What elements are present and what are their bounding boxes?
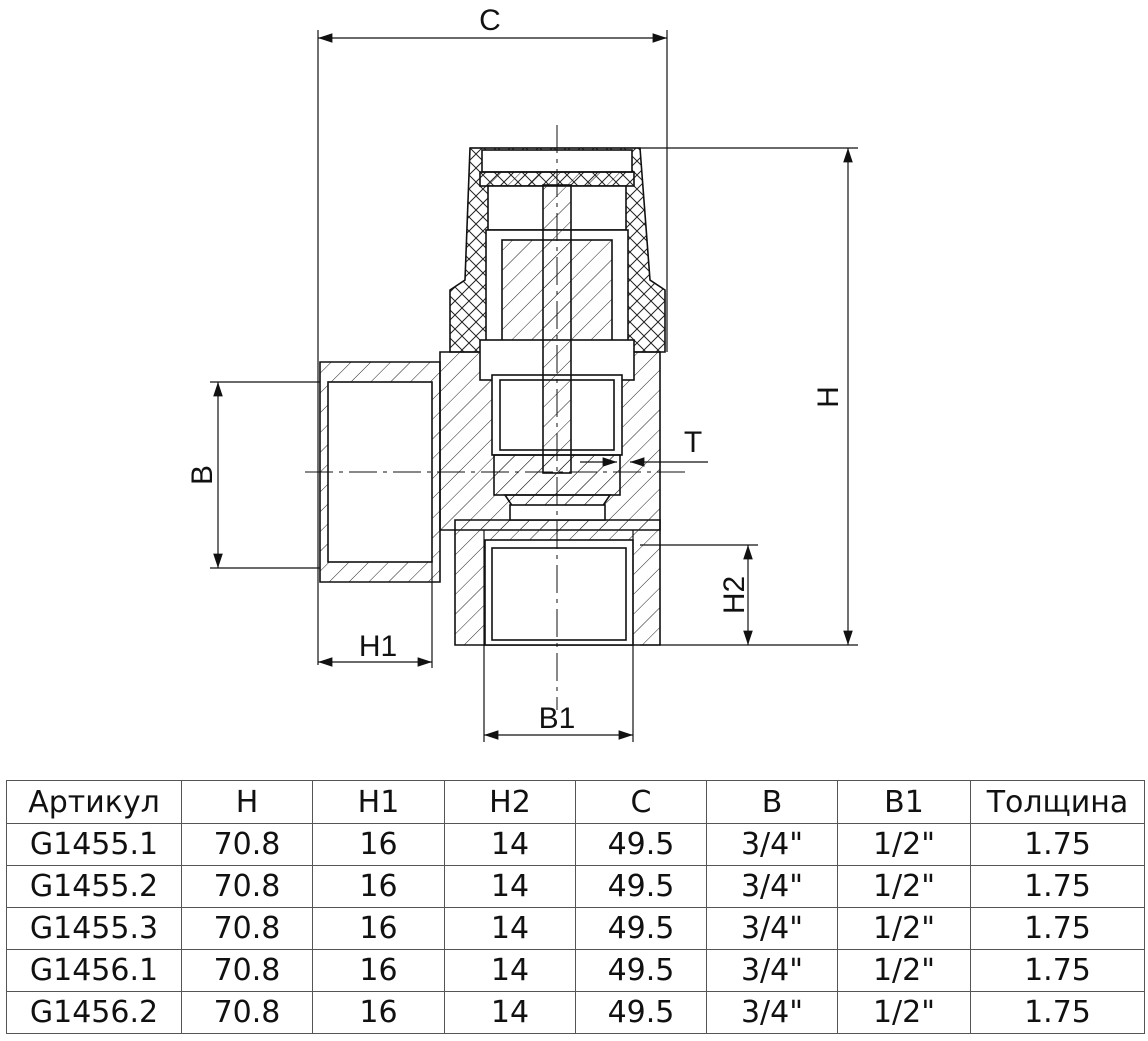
header-article: Артикул <box>6 780 182 824</box>
cell-h2: 14 <box>444 991 576 1034</box>
cell-thickness: 1.75 <box>970 907 1145 950</box>
dim-label-h1: H1 <box>359 630 397 663</box>
cell-b1: 1/2" <box>837 949 971 992</box>
cell-thickness: 1.75 <box>970 991 1145 1034</box>
cell-h2: 14 <box>444 865 576 908</box>
cell-thickness: 1.75 <box>970 949 1145 992</box>
dim-label-b1: B1 <box>539 702 576 735</box>
dim-label-b: B <box>186 465 219 485</box>
cell-b: 3/4" <box>706 949 838 992</box>
cell-h: 70.8 <box>181 991 313 1034</box>
cell-article: G1455.2 <box>6 865 182 908</box>
cell-h: 70.8 <box>181 865 313 908</box>
cell-h2: 14 <box>444 823 576 866</box>
dim-label-c: C <box>479 4 501 37</box>
header-b1: B1 <box>837 780 971 824</box>
header-c: C <box>575 780 707 824</box>
cell-b1: 1/2" <box>837 865 971 908</box>
cell-h2: 14 <box>444 907 576 950</box>
cell-h1: 16 <box>312 823 445 866</box>
valve-body <box>319 147 666 646</box>
cell-article: G1455.1 <box>6 823 182 866</box>
header-thickness: Толщина <box>970 780 1145 824</box>
cell-c: 49.5 <box>575 949 707 992</box>
cell-c: 49.5 <box>575 907 707 950</box>
cell-h1: 16 <box>312 865 445 908</box>
cell-b: 3/4" <box>706 865 838 908</box>
cell-b: 3/4" <box>706 991 838 1034</box>
dimension-labels: C H B H1 H2 B1 T <box>186 4 845 735</box>
cell-article: G1456.1 <box>6 949 182 992</box>
cell-thickness: 1.75 <box>970 823 1145 866</box>
cell-thickness: 1.75 <box>970 865 1145 908</box>
center-lines <box>305 125 690 710</box>
header-h: H <box>181 780 313 824</box>
cell-article: G1456.2 <box>6 991 182 1034</box>
cell-c: 49.5 <box>575 823 707 866</box>
cell-b: 3/4" <box>706 823 838 866</box>
dimension-lines <box>210 30 858 742</box>
cell-h: 70.8 <box>181 949 313 992</box>
cell-h1: 16 <box>312 991 445 1034</box>
cell-b1: 1/2" <box>837 823 971 866</box>
table-header-row: Артикул H H1 H2 C B B1 Толщина <box>6 780 1145 824</box>
dim-label-t: T <box>684 426 702 459</box>
cell-h1: 16 <box>312 907 445 950</box>
cell-h1: 16 <box>312 949 445 992</box>
cell-c: 49.5 <box>575 865 707 908</box>
cell-h: 70.8 <box>181 907 313 950</box>
valve-technical-drawing: C H B H1 H2 B1 T <box>186 4 858 742</box>
header-h2: H2 <box>444 780 576 824</box>
cell-h: 70.8 <box>181 823 313 866</box>
dim-label-h: H <box>812 386 845 408</box>
cell-article: G1455.3 <box>6 907 182 950</box>
header-h1: H1 <box>312 780 445 824</box>
cell-h2: 14 <box>444 949 576 992</box>
dim-label-h2: H2 <box>718 576 751 614</box>
cell-c: 49.5 <box>575 991 707 1034</box>
header-b: B <box>706 780 838 824</box>
cell-b: 3/4" <box>706 907 838 950</box>
cell-b1: 1/2" <box>837 991 971 1034</box>
cell-b1: 1/2" <box>837 907 971 950</box>
